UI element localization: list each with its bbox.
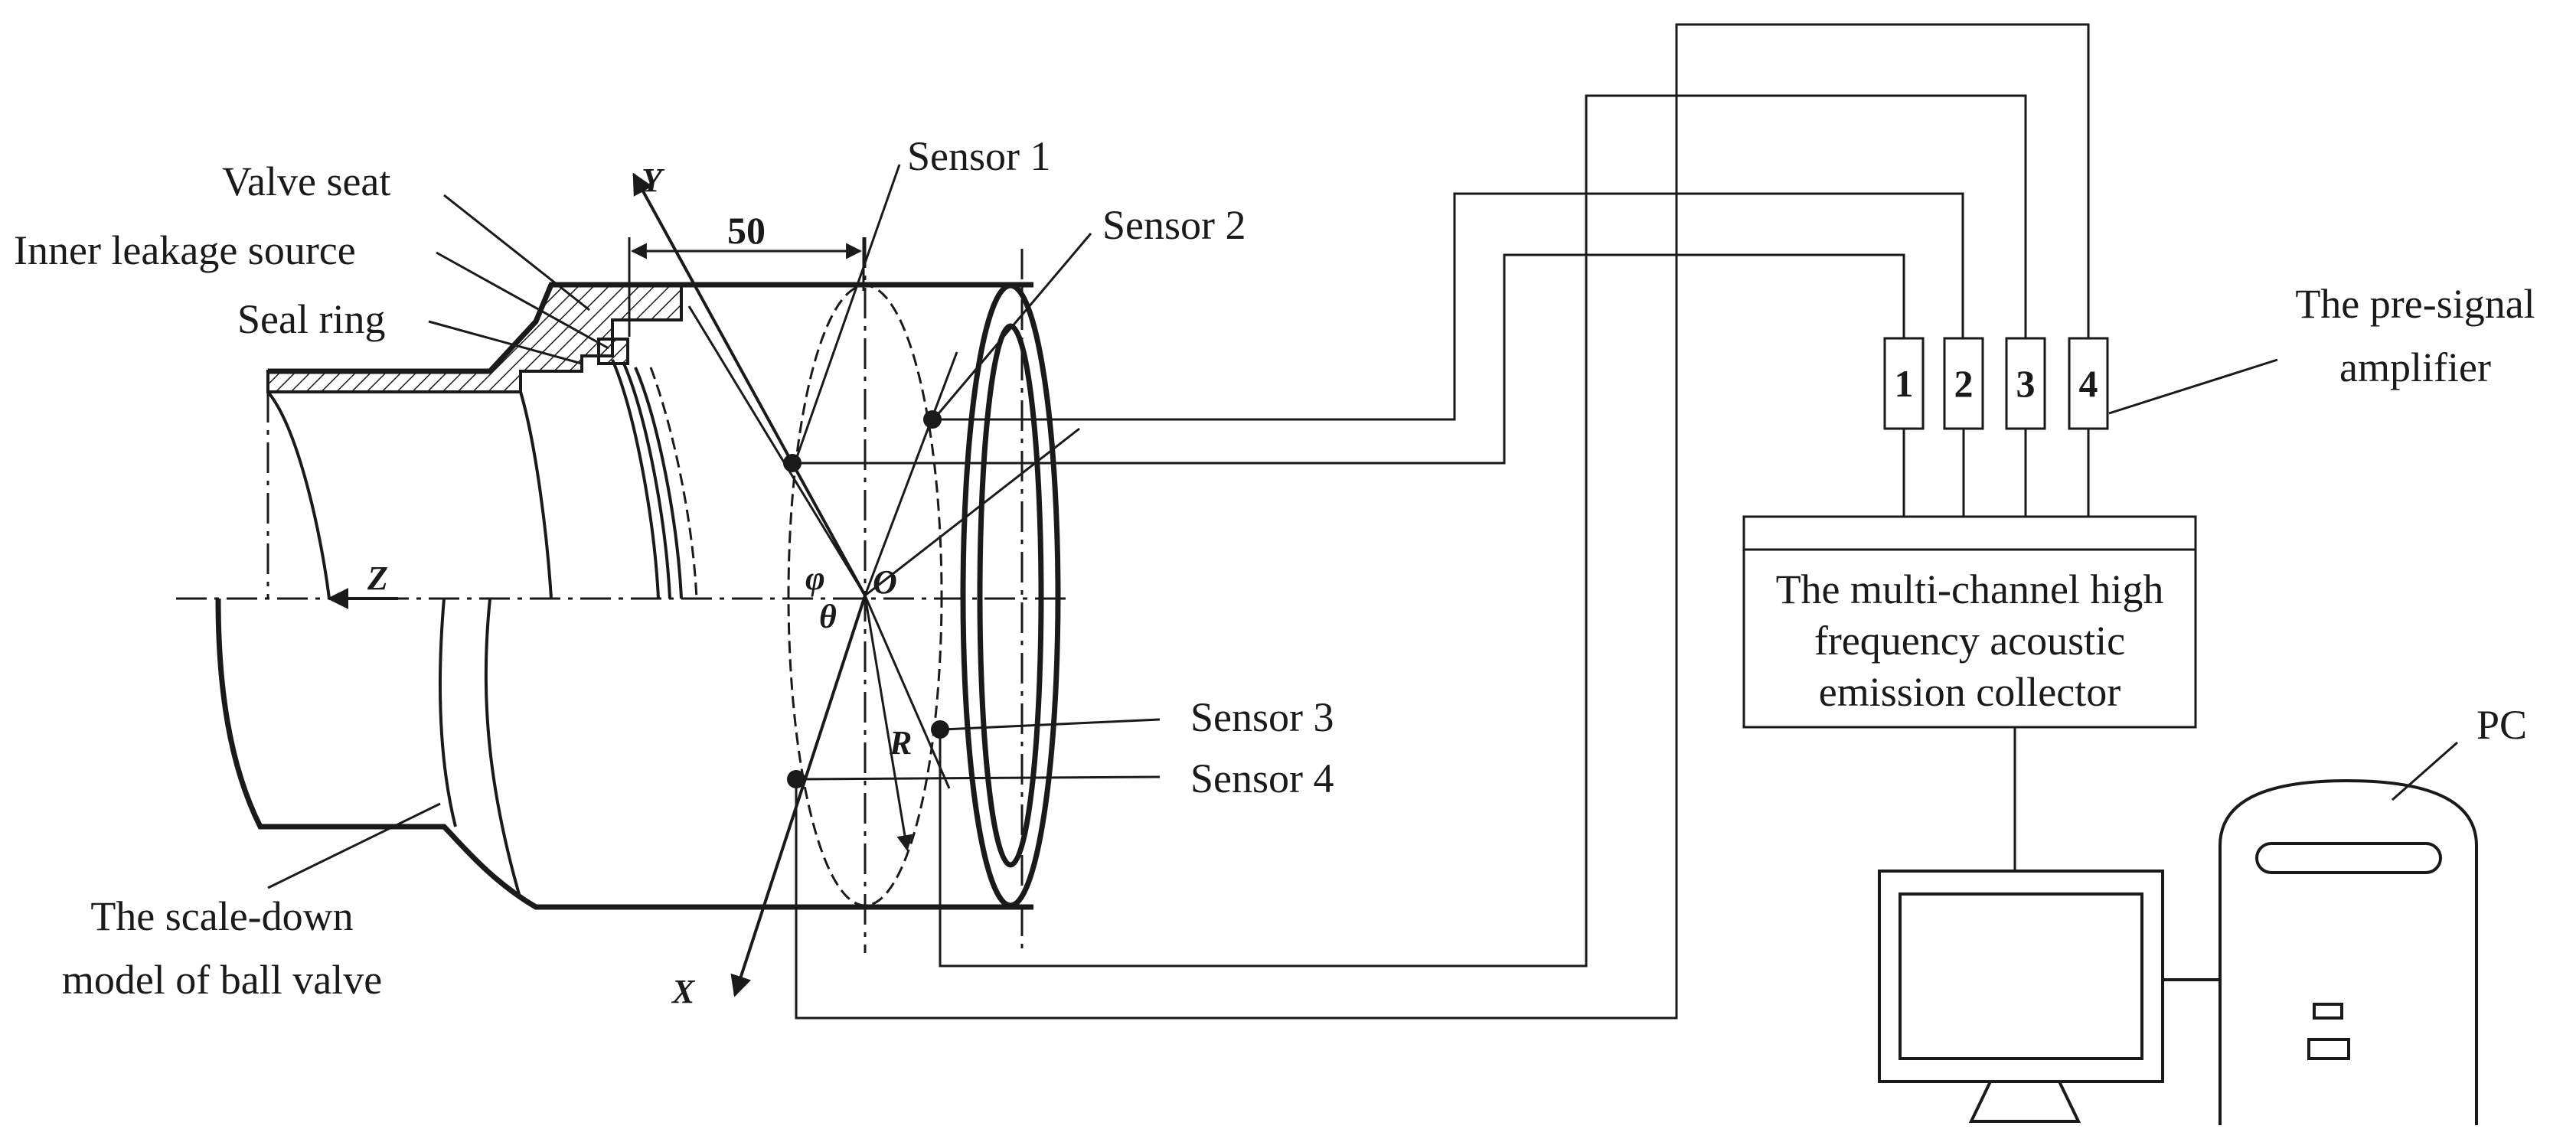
pc-leader [2392, 741, 2458, 801]
leader-leakage [436, 251, 609, 350]
label-model-line2: model of ball valve [62, 957, 382, 1003]
label-sensor-4: Sensor 4 [1190, 755, 1334, 801]
label-sensor-2: Sensor 2 [1102, 202, 1246, 248]
leader-amplifier [2108, 358, 2278, 415]
acoustic-emission-collector [1742, 515, 2197, 871]
leader-seal-ring [428, 320, 583, 365]
axis-label-z: Z [367, 560, 388, 597]
valve-body-lower [215, 598, 1033, 910]
axis-label-y: Y [642, 162, 665, 199]
label-collector-line1: The multi-channel high [1776, 566, 2164, 612]
axis-label-r: R [889, 724, 912, 762]
axis-label-x: X [671, 973, 696, 1010]
label-dimension: 50 [727, 209, 766, 252]
diag-1 [864, 351, 958, 596]
wire-sensor-1 [792, 253, 1905, 465]
tower-drive-slot [2255, 842, 2442, 874]
axis-label-theta: θ [819, 598, 837, 635]
label-amplifier-line2: amplifier [2339, 344, 2491, 390]
label-seal-ring: Seal ring [237, 296, 385, 342]
text-labels: Valve seat Inner leakage source Seal rin… [14, 133, 2535, 1010]
cylinder-end-outer [960, 282, 1061, 909]
collector-box [1742, 515, 2197, 729]
bore-curve-5 [634, 367, 683, 599]
bore-curve-1 [266, 390, 331, 599]
leader-sensor-2 [934, 233, 1092, 418]
label-model-line1: The scale-down [90, 893, 353, 939]
lower-curve-2 [484, 598, 522, 900]
monitor-stand [1968, 1081, 2081, 1123]
tower-button-2 [2307, 1038, 2350, 1060]
wire-sensor-2 [932, 192, 1964, 421]
label-valve-seat: Valve seat [222, 158, 390, 204]
diag-3 [864, 595, 951, 789]
amplifier-4-label: 4 [2079, 362, 2098, 405]
diag-4 [687, 305, 867, 596]
inner-leakage-source [597, 338, 629, 365]
leader-sensor-4 [798, 775, 1161, 781]
leader-lines [267, 164, 2278, 889]
monitor-frame [1878, 870, 2164, 1083]
amplifier-1-label: 1 [1895, 362, 1914, 405]
axis-label-origin: O [873, 563, 897, 601]
amplifier-2-label: 2 [1954, 362, 1974, 405]
leader-model [267, 802, 441, 889]
pre-signal-amplifiers: 1 2 3 4 [1883, 337, 2109, 517]
y-axis [632, 172, 867, 596]
bore-curve-6 [649, 367, 698, 599]
leader-valve-seat [443, 194, 590, 312]
sensor-wiring [792, 23, 2090, 1020]
wire-sensor-4 [795, 23, 2090, 1020]
label-collector-line3: emission collector [1819, 669, 2121, 715]
tower-button-1 [2313, 1003, 2343, 1020]
label-collector-line2: frequency acoustic [1814, 618, 2125, 664]
amplifier-3-label: 3 [2016, 362, 2036, 405]
pc [1878, 741, 2478, 1125]
leader-sensor-3 [942, 718, 1161, 731]
x-axis [730, 595, 867, 997]
r-axis [864, 595, 913, 852]
label-amplifier-line1: The pre-signal [2295, 281, 2535, 327]
label-sensor-3: Sensor 3 [1190, 694, 1334, 740]
leader-sensor-1 [795, 164, 901, 460]
wire-sensor-3 [939, 94, 2027, 967]
cylinder-end-inner [977, 323, 1044, 868]
axis-label-phi: φ [805, 560, 825, 597]
bore-curve-3 [611, 359, 660, 599]
label-sensor-1: Sensor 1 [907, 133, 1051, 179]
lower-curve-1 [439, 598, 457, 827]
diag-2 [864, 427, 1080, 597]
monitor-screen [1899, 892, 2143, 1060]
tower [2218, 778, 2478, 1125]
label-inner-leakage: Inner leakage source [14, 227, 356, 273]
label-pc: PC [2476, 702, 2527, 748]
bore-curve-4 [622, 363, 671, 599]
bore-curve-2 [519, 391, 553, 599]
